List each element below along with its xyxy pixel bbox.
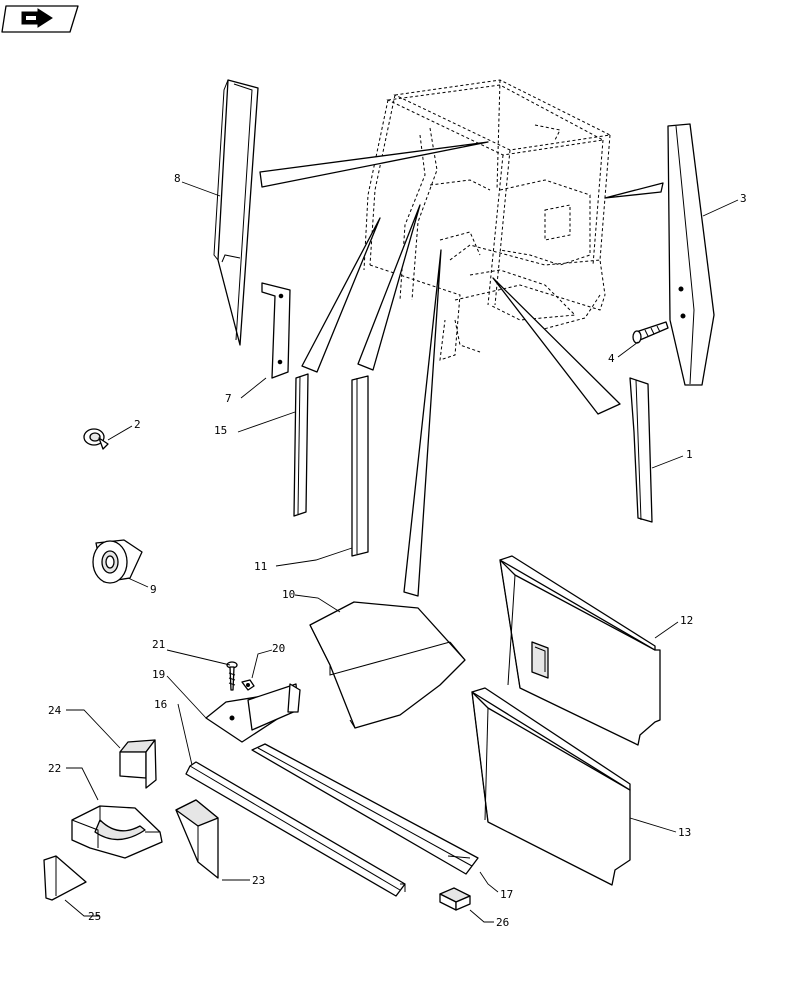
callout-leaders [64,181,739,923]
leader-wedge-11 [357,204,421,371]
part-13-panel [471,687,631,886]
part-17-long-strip [251,743,479,875]
part-22-u-block [71,805,163,859]
callout-4: 4 [608,352,615,365]
callout-24: 24 [48,704,62,717]
callout-11: 11 [254,560,267,573]
callout-23: 23 [252,874,265,887]
part-2-push-fastener [83,428,109,450]
leader-wedge-15 [301,217,381,373]
part-21-screw [226,661,238,691]
part-24-block [119,739,157,789]
callout-8: 8 [174,172,181,185]
part-7-bracket [261,282,291,379]
callout-7: 7 [225,392,232,405]
part-11-trim-channel [351,375,369,557]
leader-wedge-1 [492,277,621,415]
part-19-bracket-plate [205,683,301,743]
callout-17: 17 [500,888,513,901]
callout-16: 16 [154,698,167,711]
leader-wedge-3 [604,182,664,199]
callout-22: 22 [48,762,61,775]
callout-1: 1 [686,448,693,461]
part-9-tape-roll [92,539,143,584]
part-1-trim-channel [629,377,653,523]
part-3-right-post-trim [667,123,715,386]
part-15-trim-channel [293,373,309,517]
part-12-panel [499,555,661,746]
callout-10: 10 [282,588,295,601]
part-26-pad [439,887,471,911]
next-page-nav-button[interactable] [1,5,79,33]
part-16-long-strip [185,761,406,897]
callout-19: 19 [152,668,165,681]
part-10-wedge-pad [309,601,466,729]
part-20-nut [241,679,255,691]
callout-13: 13 [678,826,691,839]
callout-25: 25 [88,910,101,923]
cab-frame-phantom [363,79,612,361]
part-4-screw [632,321,669,344]
callout-15: 15 [214,424,227,437]
callout-9: 9 [150,583,157,596]
leader-wedge-8 [259,141,489,188]
arrow-glyph [21,8,53,28]
callout-21: 21 [152,638,165,651]
callout-20: 20 [272,642,285,655]
part-23-angled-block [175,799,219,879]
callout-2: 2 [134,418,141,431]
leader-wedge-10 [403,249,442,597]
callout-12: 12 [680,614,693,627]
callout-26: 26 [496,916,509,929]
callout-3: 3 [740,192,747,205]
part-25-wedge [43,855,87,901]
part-8-left-post-trim [213,79,259,346]
